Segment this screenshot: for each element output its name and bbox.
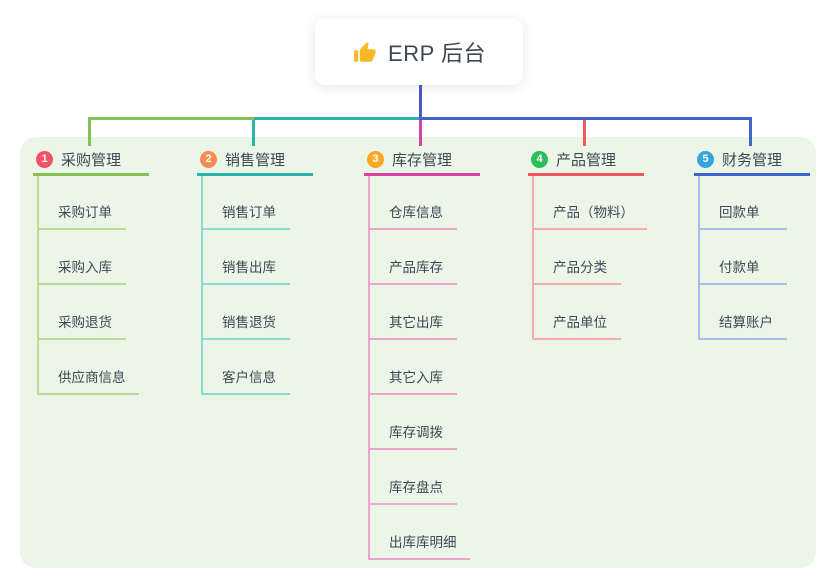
branch-number-badge: 2 [200, 151, 217, 168]
child-item[interactable]: 产品单位 [532, 315, 621, 340]
branch-label: 销售管理 [225, 152, 286, 169]
child-item[interactable]: 采购订单 [37, 205, 126, 230]
branch-label: 库存管理 [392, 152, 453, 169]
child-item[interactable]: 产品（物料） [532, 205, 647, 230]
branch-number-badge: 5 [697, 151, 714, 168]
child-item[interactable]: 供应商信息 [37, 370, 139, 395]
branch-header-1[interactable]: 1 采购管理 [33, 146, 149, 176]
branch-rail-1 [37, 176, 39, 395]
child-item[interactable]: 其它入库 [368, 370, 457, 395]
trunk-segment-3 [419, 117, 752, 120]
child-item[interactable]: 产品库存 [368, 260, 457, 285]
branch-drop-2 [252, 120, 255, 146]
child-item[interactable]: 仓库信息 [368, 205, 457, 230]
branch-header-5[interactable]: 5 财务管理 [694, 146, 810, 176]
branches-panel [20, 137, 816, 568]
child-item[interactable]: 销售出库 [201, 260, 290, 285]
child-item[interactable]: 销售退货 [201, 315, 290, 340]
branch-rail-5 [698, 176, 700, 340]
branch-number-badge: 3 [367, 151, 384, 168]
root-connector [419, 85, 422, 117]
child-item[interactable]: 付款单 [698, 260, 787, 285]
root-node[interactable]: ERP 后台 [315, 18, 523, 85]
child-item[interactable]: 客户信息 [201, 370, 290, 395]
branch-drop-3 [419, 120, 422, 146]
branch-label: 采购管理 [61, 152, 122, 169]
branch-rail-2 [201, 176, 203, 395]
child-item[interactable]: 回款单 [698, 205, 787, 230]
branch-rail-4 [532, 176, 534, 340]
branch-header-4[interactable]: 4 产品管理 [528, 146, 644, 176]
thumbs-up-icon [352, 39, 378, 65]
child-item[interactable]: 其它出库 [368, 315, 457, 340]
child-item[interactable]: 库存盘点 [368, 480, 457, 505]
branch-drop-4 [583, 120, 586, 146]
trunk-segment-2 [254, 117, 419, 120]
branch-drop-1 [88, 120, 91, 146]
child-item[interactable]: 结算账户 [698, 315, 787, 340]
branch-drop-5 [749, 120, 752, 146]
child-item[interactable]: 采购入库 [37, 260, 126, 285]
branch-header-2[interactable]: 2 销售管理 [197, 146, 313, 176]
branch-header-3[interactable]: 3 库存管理 [364, 146, 480, 176]
root-title: ERP 后台 [388, 40, 486, 66]
branch-label: 财务管理 [722, 152, 783, 169]
branch-rail-3 [368, 176, 370, 560]
branch-label: 产品管理 [556, 152, 617, 169]
child-item[interactable]: 销售订单 [201, 205, 290, 230]
child-item[interactable]: 产品分类 [532, 260, 621, 285]
child-item[interactable]: 出库库明细 [368, 535, 470, 560]
branch-number-badge: 4 [531, 151, 548, 168]
branch-number-badge: 1 [36, 151, 53, 168]
child-item[interactable]: 库存调拨 [368, 425, 457, 450]
trunk-segment-1 [88, 117, 254, 120]
child-item[interactable]: 采购退货 [37, 315, 126, 340]
